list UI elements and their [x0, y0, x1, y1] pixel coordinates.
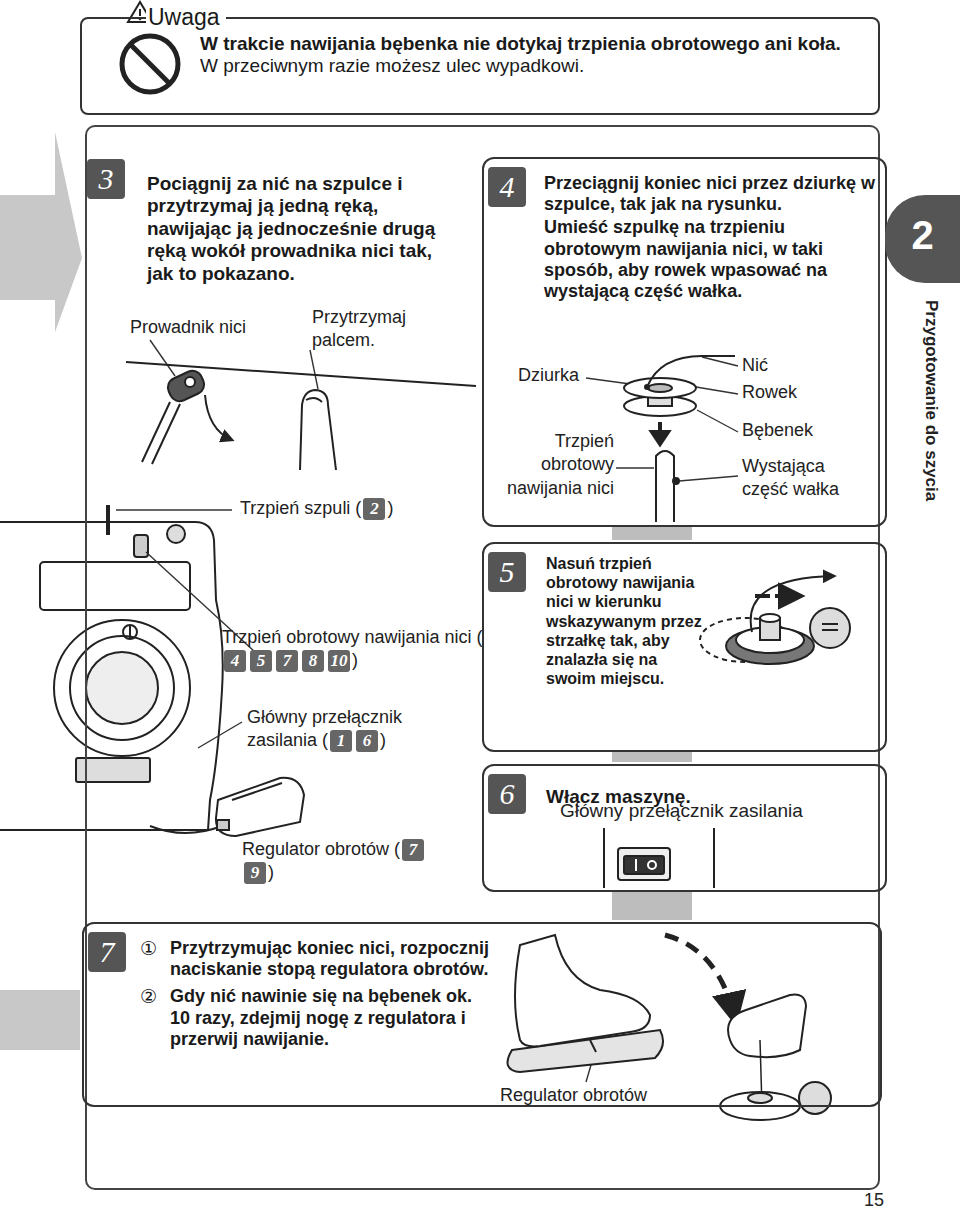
node-text: Umieść szpulkę na trzpieniu obrotowym na… — [544, 217, 882, 302]
flow-bar — [612, 890, 692, 920]
flow-bar — [0, 990, 80, 1050]
part-label: 15 — [864, 1190, 884, 1210]
step-box: 5 Nasuń trzpień obrotowy nawijania nici w… — [482, 542, 887, 752]
part-label: Przygotowanie do szycia — [922, 300, 941, 501]
step-number: 5 — [488, 552, 526, 592]
node-text: W trakcie nawijania bębenka nie dotykaj … — [200, 33, 868, 55]
callout-number: 6 — [356, 730, 378, 752]
press-arrow — [665, 935, 735, 1020]
part-label: Bębenek — [742, 420, 813, 440]
part-label: Główny przełącznik zasilania — [560, 800, 803, 821]
step-number: 7 — [88, 932, 126, 972]
callout-number: 8 — [302, 650, 324, 672]
node-text: Gdy nić nawinie się na bębenek ok. 10 ra… — [170, 986, 490, 1050]
part-label: ) — [387, 498, 393, 518]
part-label: Trzpień szpuli ( — [240, 498, 361, 518]
part-label: Nić — [742, 355, 768, 375]
callout-number: 10 — [328, 650, 350, 672]
side-title: Przygotowanie do szycia — [920, 300, 942, 501]
sewing-machine — [0, 505, 223, 830]
part-label: Trzpień obrotowy nawijania nici — [507, 431, 614, 498]
label-group: Rowek — [742, 381, 797, 404]
part-label: Regulator obrotów — [500, 1085, 647, 1105]
hand — [728, 994, 806, 1108]
node-text: Nasuń trzpień obrotowy nawijania nici w … — [546, 554, 711, 688]
finger — [300, 390, 336, 470]
label-group: Regulator obrotów (7 9) — [242, 838, 452, 885]
label-group: Główny przełącznik zasilania — [560, 799, 803, 824]
node-text: W przeciwnym razie możesz ulec wypadkowi… — [200, 55, 868, 77]
part-label: Regulator obrotów ( — [242, 839, 400, 859]
bobbin — [624, 356, 735, 416]
heading: Uwaga — [146, 4, 226, 30]
label-group: Trzpień szpuli (2) — [240, 497, 460, 520]
step-frame: 3 Pociągnij za nić na szpulce i przytrzym… — [85, 125, 880, 1190]
part-label: ) — [352, 650, 358, 670]
spindle — [656, 451, 679, 522]
step-box: 7① Przytrzymując koniec nici, rozpocznij … — [82, 922, 882, 1107]
foot-controller — [150, 778, 304, 836]
label-group: Bębenek — [742, 419, 813, 442]
callout-number: 9 — [244, 862, 266, 884]
part-label: Dziurka — [518, 365, 579, 385]
callout-number: 5 — [250, 650, 272, 672]
chapter-tab: 2 — [885, 195, 960, 283]
label-group: Regulator obrotów — [500, 1084, 647, 1107]
foot-on-controller — [508, 935, 664, 1072]
flow-arrow — [0, 132, 82, 332]
callout-number: 1 — [330, 730, 352, 752]
callout-number: 4 — [224, 650, 246, 672]
part-label: Główny przełącznik zasilania ( — [247, 707, 402, 750]
label-group: Trzpień obrotowy nawijania nici — [490, 430, 614, 500]
node-text: Przytrzymując koniec nici, rozpocznij na… — [170, 938, 490, 980]
step-box: 6Włącz maszynę. — [482, 764, 887, 892]
node-text: ② — [140, 986, 157, 1008]
label-group: Dziurka — [518, 364, 579, 387]
power-switch — [604, 828, 714, 888]
node-text: ① — [140, 938, 157, 960]
label-group: Trzpień obrotowy nawijania nici ( 457810) — [222, 626, 492, 673]
step-number: 6 — [488, 774, 526, 814]
part-label: Wystająca część wałka — [742, 456, 839, 499]
label-group: Główny przełącznik zasilania (16) — [247, 706, 477, 753]
warning-box: UwagaW trakcie nawijania bębenka nie dot… — [80, 17, 880, 115]
callout-number: 7 — [276, 650, 298, 672]
label-group: Wystająca część wałka — [742, 455, 852, 502]
node-text: Pociągnij za nić na szpulce i przytrzyma… — [147, 173, 452, 285]
prohibition-icon — [122, 36, 178, 92]
flow-bar — [612, 525, 692, 540]
bobbin-winder — [700, 576, 850, 664]
down-arrow — [652, 422, 668, 444]
part-label: ) — [380, 730, 386, 750]
node-text: 2 — [885, 195, 960, 275]
leader-line — [116, 340, 738, 1082]
callout-number: 2 — [363, 498, 385, 520]
label-group: Prowadnik nici — [130, 316, 246, 339]
step-number: 4 — [488, 167, 526, 207]
part-label: ) — [268, 862, 274, 882]
bobbin — [720, 1082, 831, 1120]
step-number: 3 — [87, 159, 125, 199]
label-group: Przytrzymaj palcem. — [312, 306, 422, 353]
part-label: Prowadnik nici — [130, 317, 246, 337]
part-label: Przytrzymaj palcem. — [312, 307, 406, 350]
callout-number: 7 — [402, 839, 424, 861]
part-label: Trzpień obrotowy nawijania nici ( — [222, 627, 482, 647]
node-text: Przeciągnij koniec nici przez dziurkę w … — [544, 173, 882, 215]
label-group: 15 — [864, 1189, 884, 1211]
part-label: Rowek — [742, 382, 797, 402]
label-group: Nić — [742, 354, 768, 377]
